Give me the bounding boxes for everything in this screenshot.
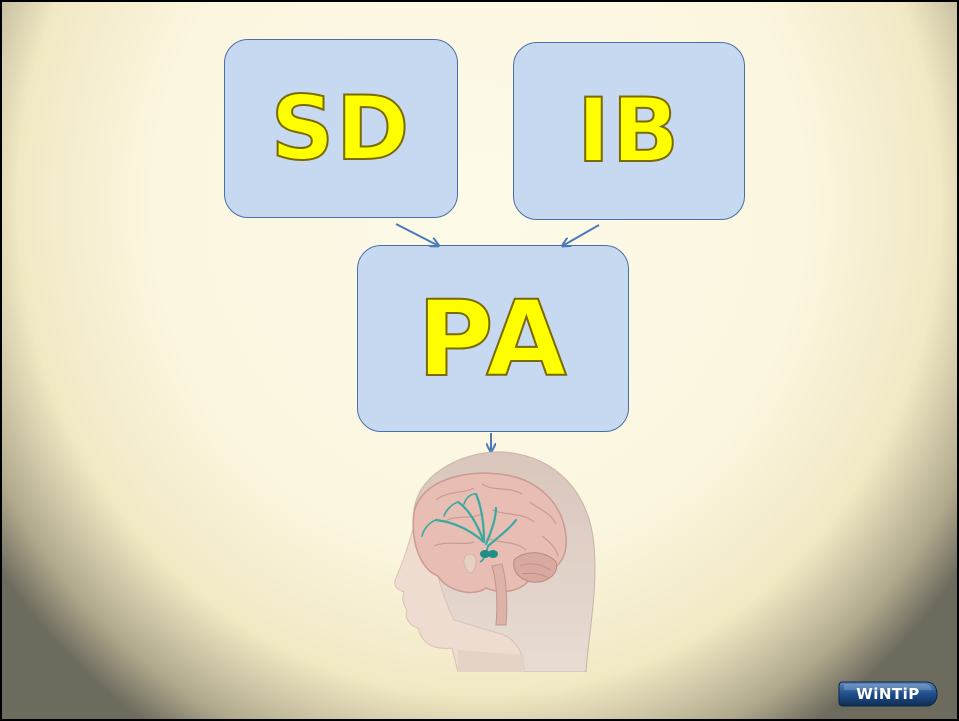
arrow-sd-to-pa xyxy=(396,224,437,245)
logo-container: WiNTiP xyxy=(838,678,938,710)
arrow-ib-to-pa xyxy=(564,225,599,245)
logo-text: WiNTiP xyxy=(838,678,938,710)
head-profile-brain-icon xyxy=(374,450,602,672)
